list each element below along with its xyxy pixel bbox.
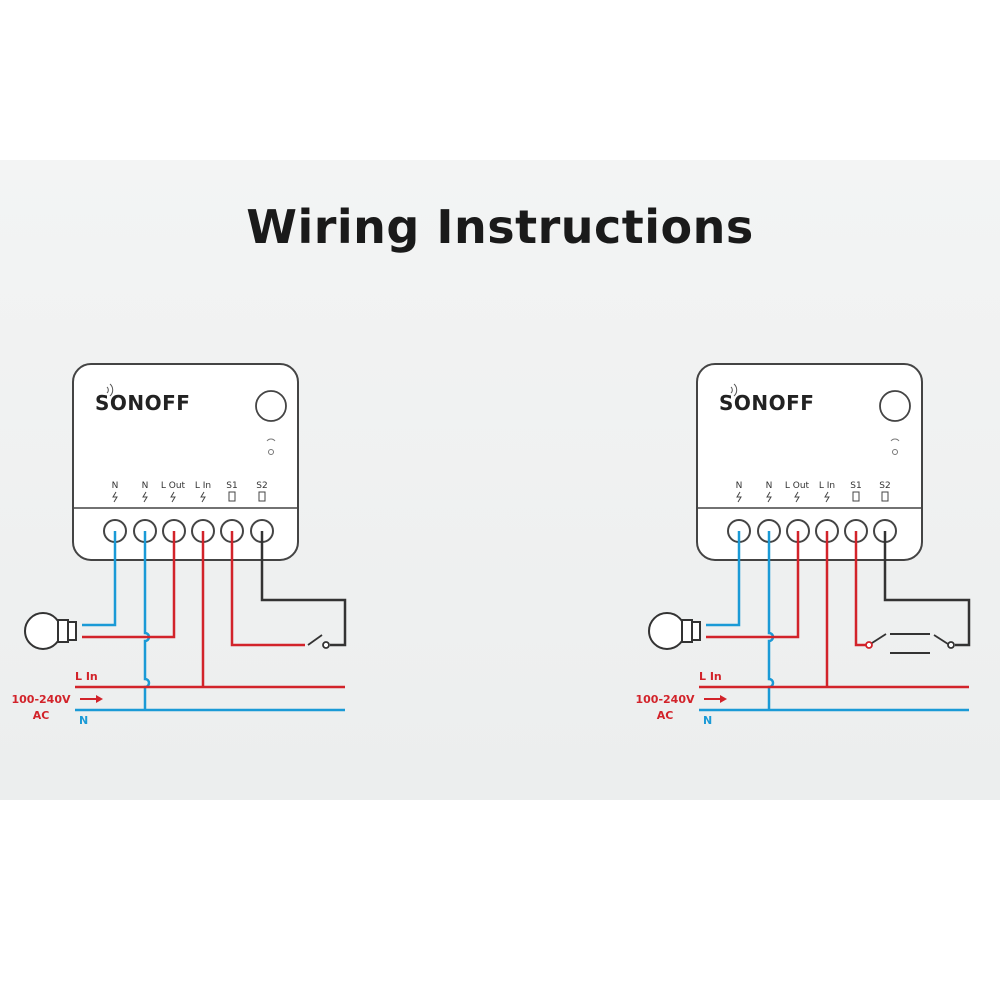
terminal-label-s1: S1 <box>850 481 861 491</box>
terminal-label-lout: L Out <box>785 481 810 491</box>
switch-input-icon <box>228 491 236 502</box>
terminal-label-lin: L In <box>819 481 835 491</box>
device-body <box>72 363 299 561</box>
terminal-label-lin: L In <box>195 481 211 491</box>
live-in-label: L In <box>75 670 98 683</box>
terminal-label-s2: S2 <box>256 481 267 491</box>
wire-lout-lamp <box>82 531 176 639</box>
live-in-label: L In <box>699 670 722 683</box>
arrow-right-icon <box>704 695 727 703</box>
wire-lout-lamp <box>706 531 800 639</box>
neutral-label: N <box>703 714 712 727</box>
wires <box>699 531 971 712</box>
light-bulb-icon <box>648 612 701 650</box>
wifi-icon <box>730 383 738 397</box>
two-way-switch-1-icon <box>865 633 887 649</box>
terminal-label-s1: S1 <box>226 481 237 491</box>
wire-neutral-lamp <box>82 531 117 627</box>
device-body <box>696 363 923 561</box>
terminal-label-s2: S2 <box>879 481 890 491</box>
bolt-icon <box>794 491 800 503</box>
diagram-two-way-switch: SONOFF N N L Out L In S1 S2 <box>635 363 971 727</box>
wires <box>75 531 347 712</box>
voltage-label: 100-240V <box>635 693 694 706</box>
bolt-icon <box>200 491 206 503</box>
led-indicator-icon <box>266 438 276 455</box>
wire-s2-switch <box>883 531 971 647</box>
wire-s1-switch <box>854 531 866 647</box>
terminal-label-n2: N <box>142 481 149 491</box>
bolt-icon <box>170 491 176 503</box>
bolt-icon <box>112 491 118 503</box>
terminal-symbols <box>736 491 889 503</box>
diagram-single-switch: SONOFF N N L Out L In S1 S2 <box>11 363 347 727</box>
pairing-button[interactable] <box>879 390 911 422</box>
bolt-icon <box>736 491 742 503</box>
arrow-right-icon <box>80 695 103 703</box>
ac-label: AC <box>657 709 674 722</box>
bolt-icon <box>142 491 148 503</box>
terminal-symbols <box>112 491 266 503</box>
switch-input-icon <box>881 491 889 502</box>
brand-logo: SONOFF <box>719 391 814 415</box>
led-indicator-icon <box>890 438 900 455</box>
neutral-label: N <box>79 714 88 727</box>
wall-switch-icon <box>307 634 330 649</box>
bolt-icon <box>824 491 830 503</box>
wire-s1-switch <box>230 531 305 647</box>
voltage-label: 100-240V <box>11 693 70 706</box>
brand-logo: SONOFF <box>95 391 190 415</box>
wire-s2-switch <box>260 531 347 647</box>
wifi-icon <box>106 383 114 397</box>
switch-input-icon <box>852 491 860 502</box>
terminal-label-n1: N <box>736 481 743 491</box>
pairing-button[interactable] <box>255 390 287 422</box>
terminal-label-lout: L Out <box>161 481 186 491</box>
ac-label: AC <box>33 709 50 722</box>
two-way-switch-2-icon <box>933 634 955 649</box>
light-bulb-icon <box>24 612 77 650</box>
wire-neutral-lamp <box>706 531 741 627</box>
terminal-label-n1: N <box>112 481 119 491</box>
page-title: Wiring Instructions <box>246 200 754 254</box>
terminal-label-n2: N <box>766 481 773 491</box>
bolt-icon <box>766 491 772 503</box>
switch-input-icon <box>258 491 266 502</box>
